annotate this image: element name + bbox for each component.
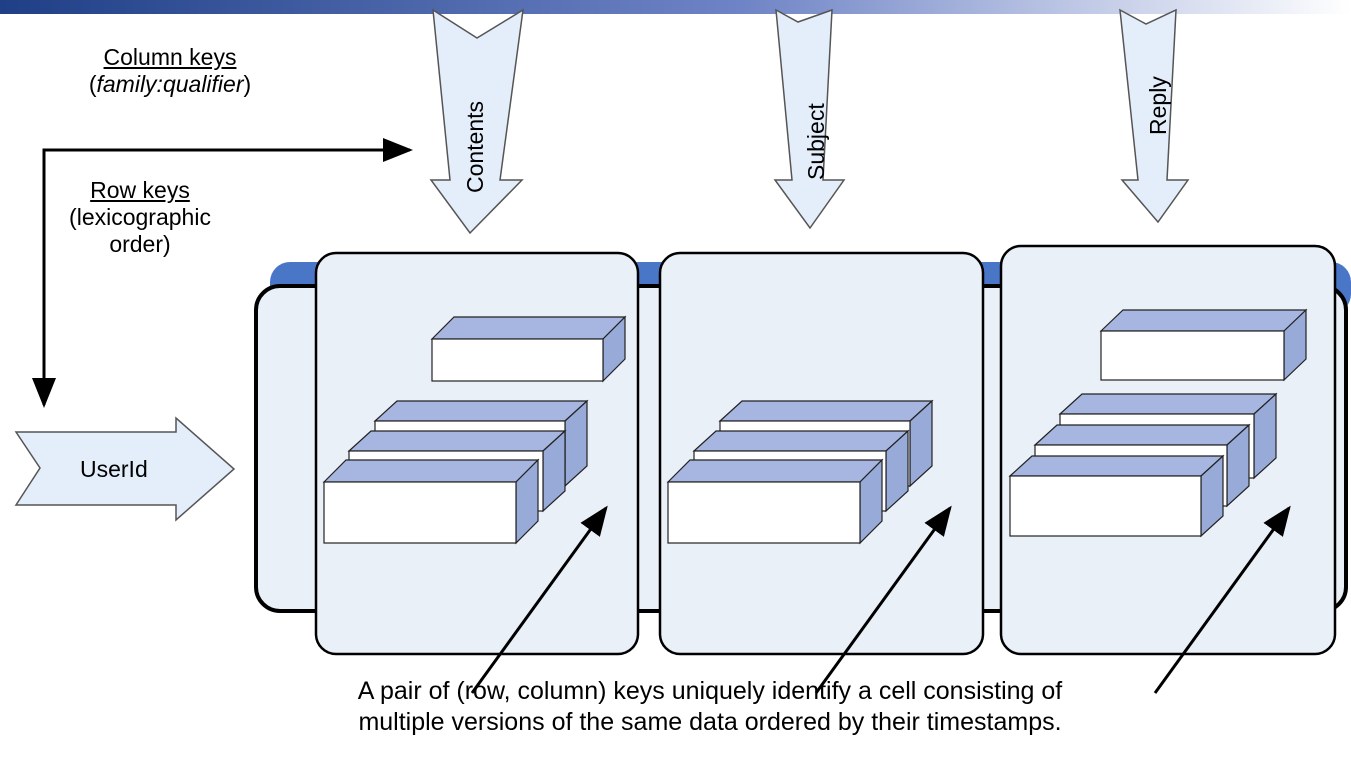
pointer-arrow-reply	[1153, 505, 1291, 694]
row-keys-title: Row keys	[90, 177, 190, 203]
cell-contents-single	[430, 315, 627, 383]
column-arrow-contents	[429, 8, 524, 235]
pointer-arrow-contents	[470, 505, 608, 694]
caption-line-1: A pair of (row, column) keys uniquely id…	[357, 677, 1063, 705]
cell-reply-versions	[1008, 392, 1278, 538]
cell-contents-versions	[322, 399, 589, 545]
caption: A pair of (row, column) keys uniquely id…	[330, 676, 1090, 738]
column-label-subject: Subject	[803, 103, 829, 180]
column-label-reply: Reply	[1145, 76, 1171, 135]
column-keys-title: Column keys	[103, 44, 237, 70]
row-keys-line1: (lexicographic	[69, 204, 211, 230]
title-band	[0, 0, 1351, 14]
caption-line-2: multiple versions of the same data order…	[358, 708, 1062, 736]
column-label-contents: Contents	[462, 100, 488, 193]
pointer-arrow-subject	[814, 505, 952, 694]
column-keys-label: Column keys (family:qualifier)	[40, 44, 300, 98]
cell-reply-single	[1099, 308, 1308, 382]
column-keys-subtitle: (family:qualifier)	[88, 71, 252, 97]
cell-subject-versions	[666, 399, 934, 545]
row-key-userid: UserId	[80, 456, 148, 482]
column-arrow-subject	[773, 8, 846, 230]
row-keys-line2: order)	[109, 231, 171, 257]
row-key-arrow	[14, 416, 236, 522]
row-keys-label: Row keys (lexicographic order)	[40, 177, 240, 258]
column-arrow-reply	[1119, 8, 1190, 224]
